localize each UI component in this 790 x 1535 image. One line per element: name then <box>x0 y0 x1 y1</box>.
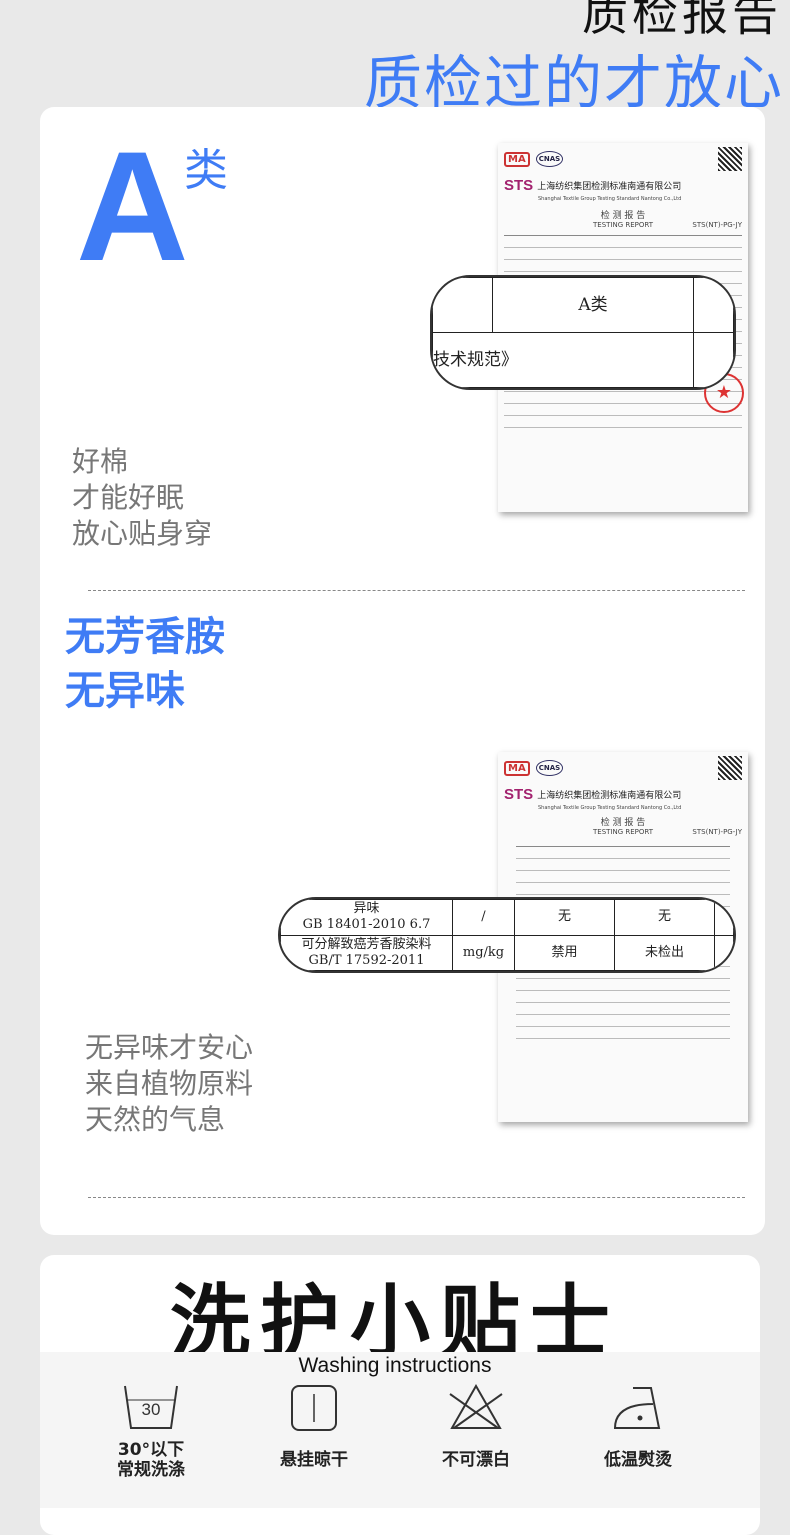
cert-org-en: Shanghai Textile Group Testing Standard … <box>538 805 682 811</box>
headline-line: 无芳香胺 <box>65 614 225 660</box>
care-item-iron: 低温熨烫 <box>573 1384 703 1470</box>
divider <box>88 1197 745 1198</box>
cert-org: 上海纺织集团检测标准南通有限公司 <box>537 791 682 801</box>
hang-dry-icon <box>291 1385 337 1431</box>
callout-a: A类 技术规范》 <box>430 275 736 390</box>
care-subtitle: Washing instructions <box>298 1354 492 1377</box>
care-label: 常规洗涤 <box>117 1460 185 1480</box>
cert-org: 上海纺织集团检测标准南通有限公司 <box>537 182 682 192</box>
text-line: 好棉 <box>72 445 129 478</box>
cell-item: 异味 <box>353 901 380 917</box>
text-line: 无异味才安心 <box>85 1031 254 1064</box>
qr-code-icon <box>718 756 742 780</box>
cell-standard: GB 18401-2010 6.7 <box>302 917 431 933</box>
cnas-logo: CNAS <box>535 760 564 776</box>
cert-code: STS(NT)-PG-JY <box>692 828 742 836</box>
cert-title-en: TESTING REPORT <box>593 828 654 836</box>
page-subtitle: 质检过的才放心 <box>363 49 784 117</box>
wash-temp: 30 <box>141 1400 161 1419</box>
text-line: 来自植物原料 <box>85 1067 254 1100</box>
care-item-hang: 悬挂晾干 <box>249 1384 379 1470</box>
callout-a-row2: 技术规范》 <box>432 332 694 388</box>
cell-result: 无 <box>614 899 715 936</box>
cell-requirement: 无 <box>514 899 615 936</box>
cell-unit: mg/kg <box>452 934 515 971</box>
cell-item: 可分解致癌芳香胺染料 <box>301 936 432 952</box>
care-band <box>40 1352 760 1508</box>
wash-30-icon <box>124 1385 178 1429</box>
section-b-text: 无异味才安心 来自植物原料 天然的气息 <box>85 1030 253 1138</box>
care-label: 不可漂白 <box>442 1450 510 1470</box>
cnas-logo: CNAS <box>535 151 564 167</box>
cert-title: 检 测 报 告 <box>600 818 646 828</box>
cert-org-en: Shanghai Textile Group Testing Standard … <box>538 196 682 202</box>
cell-standard: GB/T 17592-2011 <box>308 952 425 968</box>
cell-result: 未检出 <box>614 934 715 971</box>
low-iron-icon <box>613 1387 661 1429</box>
cert-title: 检 测 报 告 <box>600 211 646 221</box>
text-line: 天然的气息 <box>85 1103 226 1136</box>
care-item-wash: 30 30°以下常规洗涤 <box>86 1384 216 1480</box>
cma-logo: MA <box>504 760 530 776</box>
text-line: 才能好眠 <box>72 481 185 514</box>
care-item-bleach: 不可漂白 <box>411 1384 541 1470</box>
section-b-headline: 无芳香胺 无异味 <box>65 610 225 718</box>
care-label: 30°以下 <box>117 1440 185 1460</box>
headline-line: 无异味 <box>65 668 185 714</box>
qr-code-icon <box>718 147 742 171</box>
care-label: 低温熨烫 <box>604 1450 672 1470</box>
cert-code: STS(NT)-PG-JY <box>692 221 742 229</box>
divider <box>88 590 745 591</box>
section-a-text: 好棉 才能好眠 放心贴身穿 <box>72 444 212 552</box>
cert-title-en: TESTING REPORT <box>593 221 654 229</box>
cma-logo: MA <box>504 151 530 167</box>
cell-unit: / <box>452 899 515 936</box>
grade-letter: A <box>76 120 189 294</box>
cell-requirement: 禁用 <box>514 934 615 971</box>
no-bleach-icon <box>449 1384 503 1429</box>
page-title: 质检报告 <box>582 0 782 41</box>
grade-suffix: 类 <box>184 145 228 196</box>
callout-a-row1: A类 <box>492 277 694 333</box>
care-label: 悬挂晾干 <box>280 1450 348 1470</box>
text-line: 放心贴身穿 <box>72 517 213 550</box>
